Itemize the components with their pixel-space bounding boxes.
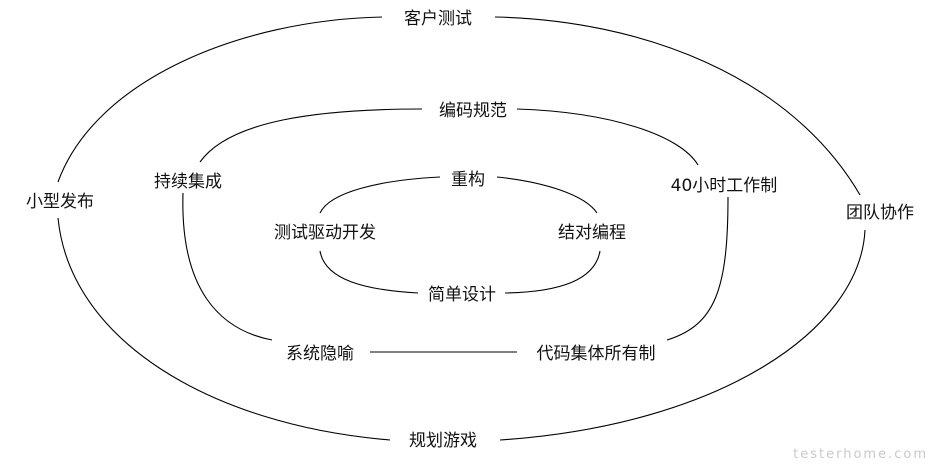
watermark-text: testerhome.com [793, 447, 928, 462]
outer-ring [57, 16, 866, 441]
inner-ring-segment-top-right [496, 176, 598, 214]
label-small-releases: 小型发布 [26, 192, 94, 212]
label-collective-code-ownership: 代码集体所有制 [537, 344, 656, 364]
label-test-driven-development: 测试驱动开发 [274, 223, 376, 243]
label-coding-standards: 编码规范 [439, 101, 507, 121]
middle-ring-segment-right-bottom [666, 196, 729, 341]
label-planning-game: 规划游戏 [409, 431, 477, 451]
label-refactoring: 重构 [451, 170, 485, 190]
middle-ring-segment-left-bottom [182, 192, 273, 341]
outer-ring-segment-right-bottom [499, 229, 866, 441]
inner-ring [319, 176, 601, 294]
outer-ring-segment-left-top [57, 16, 383, 183]
outer-ring-segment-top-right [494, 16, 861, 196]
inner-ring-segment-right-bottom [504, 250, 601, 294]
middle-ring [182, 108, 729, 353]
middle-ring-segment-top-right [516, 108, 699, 166]
label-customer-testing: 客户测试 [404, 9, 472, 29]
outer-ring-segment-bottom-left [57, 217, 391, 441]
label-system-metaphor: 系统隐喻 [286, 344, 354, 364]
inner-ring-segment-bottom-left [319, 250, 419, 294]
label-continuous-integration: 持续集成 [154, 172, 222, 192]
label-simple-design: 简单设计 [428, 285, 496, 305]
middle-ring-segment-top-left [199, 108, 423, 163]
label-team-collaboration: 团队协作 [846, 203, 914, 223]
inner-ring-segment-left-top [319, 176, 441, 214]
label-40-hour-week: 40小时工作制 [671, 176, 778, 196]
label-pair-programming: 结对编程 [558, 223, 626, 243]
